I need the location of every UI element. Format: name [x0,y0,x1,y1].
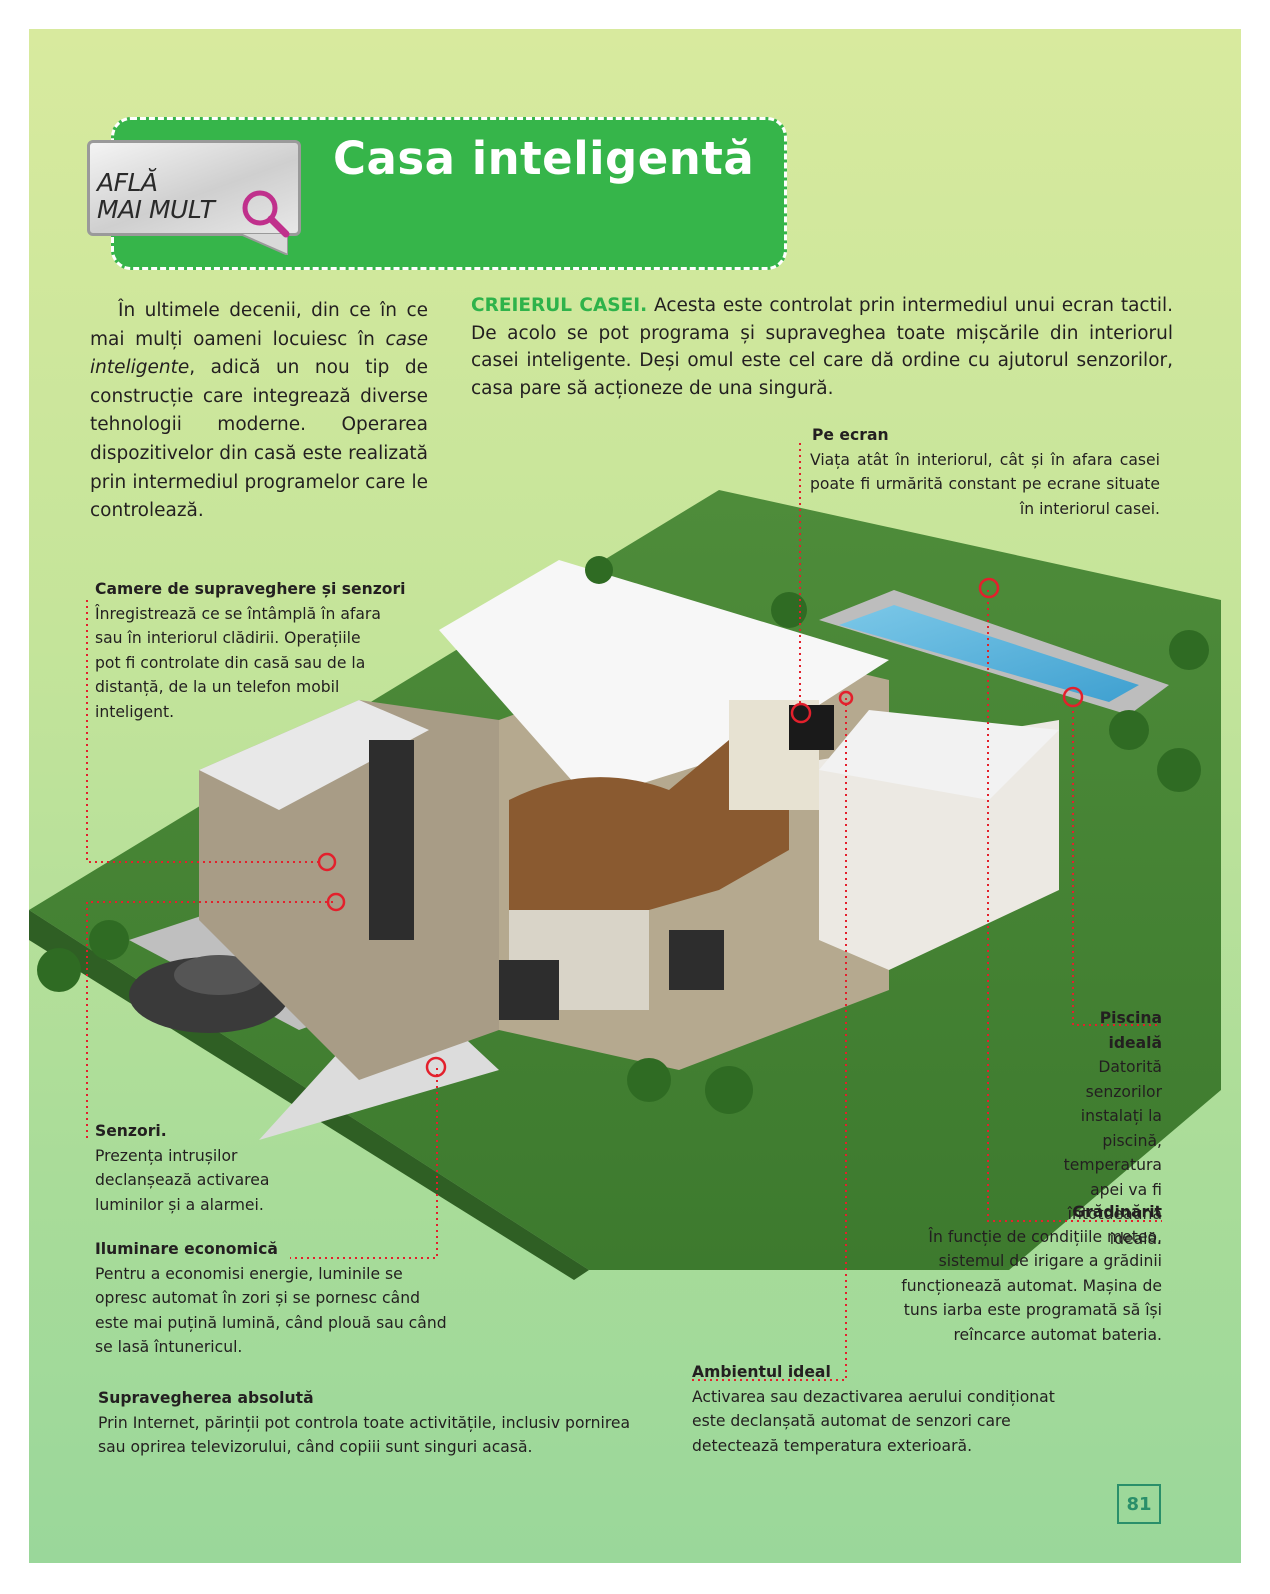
annotation-supervision-text: Prin Internet, părinții pot controla toa… [98,1413,631,1457]
annotation-lighting-title: Iluminare economică [95,1240,278,1258]
smart-house-illustration [29,490,1221,1280]
page-title: Casa inteligentă [333,132,755,185]
logo-line-1: AFLĂ [97,168,158,197]
interior-floor [509,740,789,940]
annotation-sensors: Senzori. Prezența intrușilor declanșează… [95,1119,295,1217]
pool [839,605,1139,702]
roof [439,560,889,800]
annotation-garden-title: Grădinărit [1072,1203,1162,1221]
annotation-cameras: Camere de supraveghere și senzori Înregi… [95,577,415,724]
annotation-screen-text: Viața atât în interiorul, cât și în afar… [810,450,1160,518]
annotation-lighting-text: Pentru a economisi energie, luminile se … [95,1264,447,1357]
annotation-cameras-title: Camere de supraveghere și senzori [95,580,406,598]
annotation-cameras-text: Înregistrează ce se întâmplă în afara sa… [95,604,381,721]
annotation-climate-text: Activarea sau dezactivarea aerului condi… [692,1387,1055,1455]
magnifier-icon [242,190,290,238]
annotation-supervision-title: Supravegherea absolută [98,1389,314,1407]
annotation-garden-text: În funcție de condițiile meteo, sistemul… [901,1227,1162,1344]
trees [37,556,1209,1114]
annotation-pool-title-2: ideală [1108,1033,1162,1052]
brain-heading: CREIERUL CASEI. [471,295,648,316]
annotation-pool-title-1: Piscina [1099,1009,1162,1027]
tv-screen [789,705,834,750]
intro-emphasis: case inteligente [90,328,428,379]
annotation-pool-text: Datorită senzorilor instalați la piscină… [1063,1058,1162,1248]
annotation-screen: Pe ecran Viața atât în interiorul, cât ș… [810,423,1160,521]
annotation-pool: Piscina ideală Datorită senzorilor insta… [1040,1006,1162,1251]
page-number: 81 [1117,1484,1161,1524]
logo-tail-icon [238,233,288,255]
intro-paragraph: În ultimele decenii, din ce în ce mai mu… [90,300,428,522]
brain-paragraph: CREIERUL CASEI. Acesta este controlat pr… [471,295,1174,399]
annotation-climate-title: Ambientul ideal [692,1363,831,1381]
logo-line-2: MAI MULT [97,195,215,224]
annotation-screen-title: Pe ecran [812,426,889,444]
tall-window [369,740,414,940]
annotation-lighting: Iluminare economică Pentru a economisi e… [95,1237,450,1360]
annotation-supervision: Supravegherea absolută Prin Internet, pă… [98,1386,658,1460]
annotation-garden: Grădinărit În funcție de condițiile mete… [880,1200,1162,1347]
annotation-climate: Ambientul ideal Activarea sau dezactivar… [692,1360,1092,1458]
annotation-sensors-title: Senzori. [95,1122,167,1140]
annotation-sensors-text: Prezența intrușilor declanșează activare… [95,1146,270,1214]
